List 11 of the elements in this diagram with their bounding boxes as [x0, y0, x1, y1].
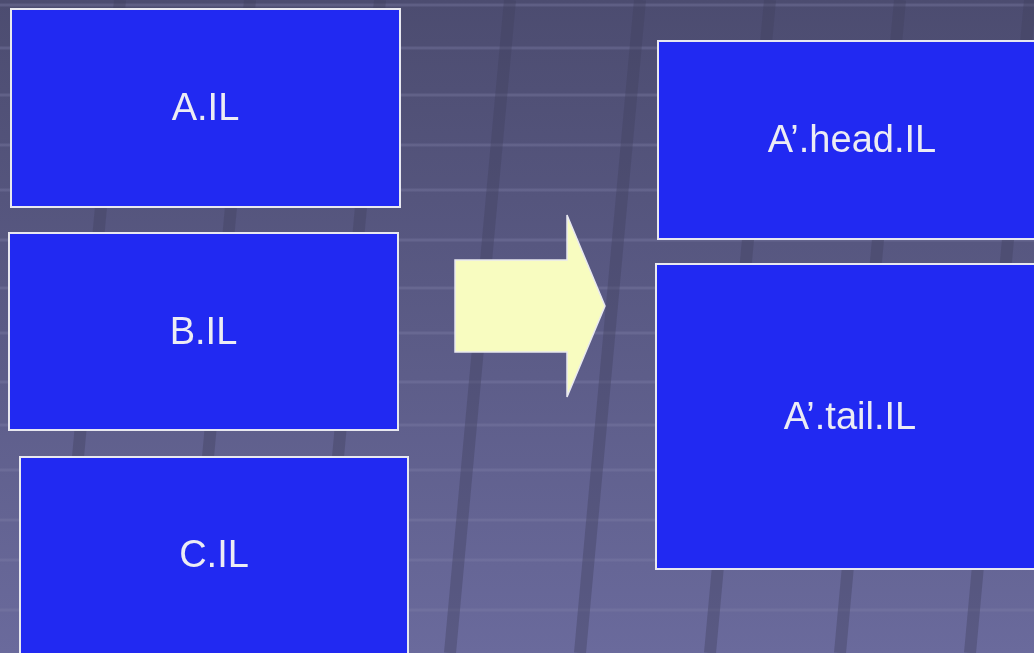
box-label: C.IL [179, 532, 249, 578]
process-box [657, 40, 1034, 240]
process-box [10, 8, 401, 208]
box-label: A.IL [171, 85, 240, 131]
block-arrow [454, 214, 606, 398]
process-box [19, 456, 409, 653]
box-label: A’.head.IL [767, 117, 937, 163]
process-box [655, 263, 1034, 570]
process-box [8, 232, 399, 431]
box-label: A’.tail.IL [783, 393, 917, 439]
box-label: B.IL [169, 308, 238, 354]
